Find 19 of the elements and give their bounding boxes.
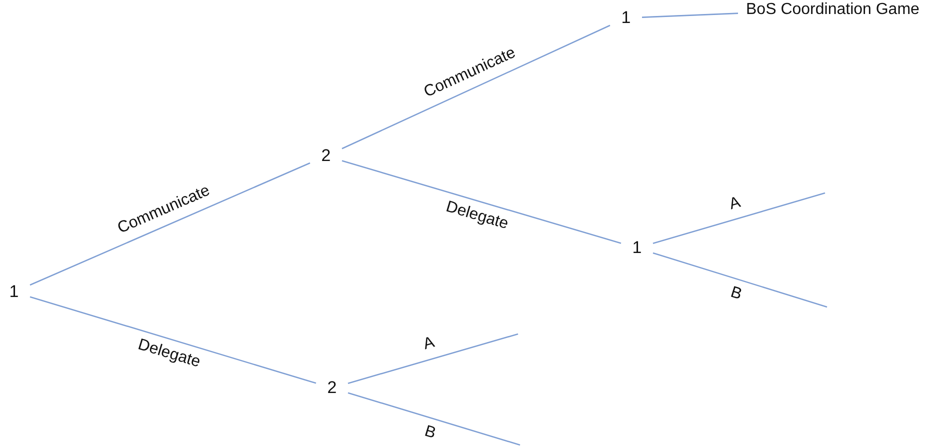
- edge-label: B: [422, 423, 438, 444]
- branch-line: [30, 162, 310, 286]
- edge-label: A: [727, 194, 742, 214]
- branch-line: [652, 252, 828, 308]
- branch-line: [652, 192, 826, 244]
- player-label: 1: [629, 237, 645, 259]
- player-label: 2: [324, 377, 340, 399]
- outcome-label: BoS Coordination Game: [746, 0, 926, 46]
- edge-label: A: [421, 334, 436, 354]
- branch-line: [348, 392, 520, 446]
- branch-line: [30, 296, 316, 384]
- player-label: 1: [618, 7, 634, 29]
- branch-line: [342, 24, 610, 150]
- branch-line: [348, 333, 518, 384]
- player-label: 2: [318, 145, 334, 167]
- player-label: 1: [6, 281, 22, 303]
- branch-line: [642, 12, 738, 18]
- edge-label: B: [728, 284, 744, 304]
- branch-line: [342, 160, 622, 244]
